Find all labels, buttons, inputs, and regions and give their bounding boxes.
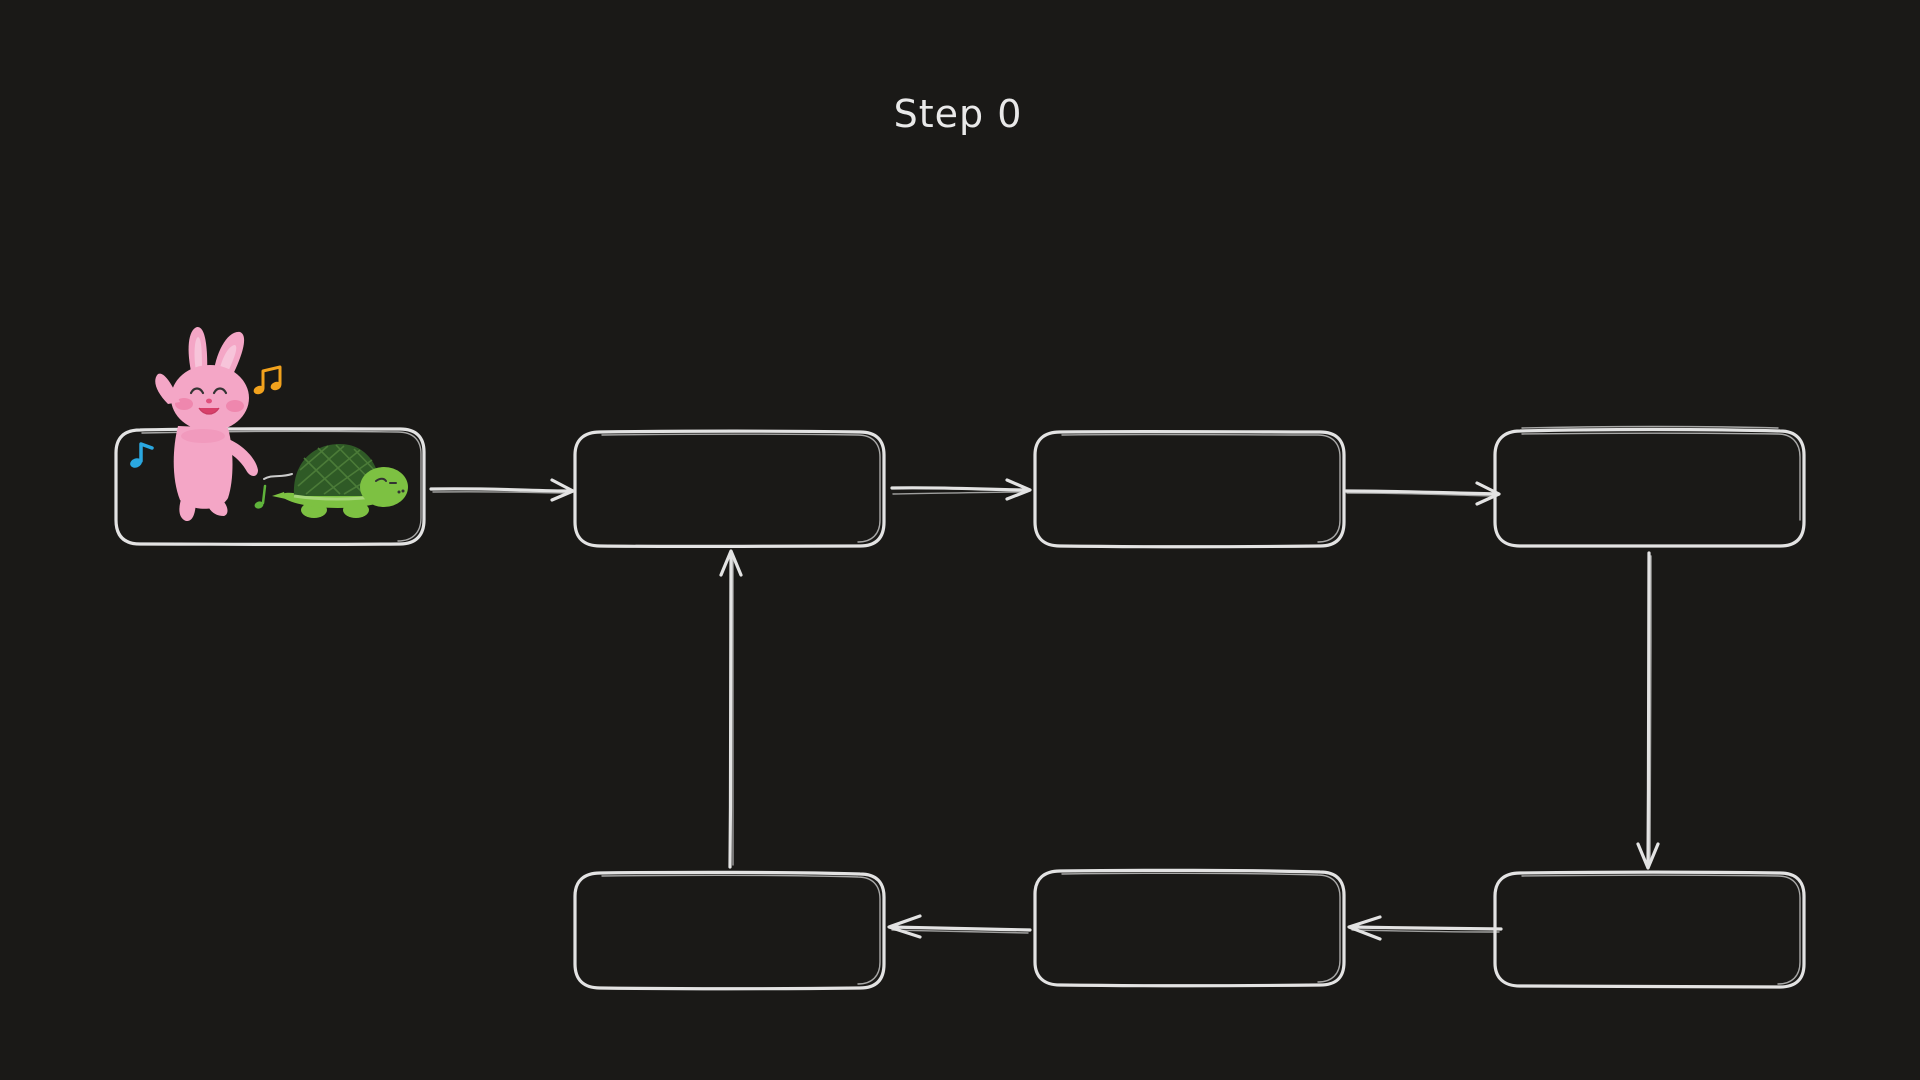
edge-node-5-to-node-6 bbox=[1347, 915, 1503, 941]
orange-note-icon bbox=[253, 365, 282, 395]
dancing-rabbit-icon bbox=[155, 326, 258, 522]
turtle-icon bbox=[272, 444, 408, 518]
green-note-icon bbox=[254, 484, 267, 509]
diagram-title: Step 0 bbox=[894, 92, 1023, 136]
edge-node-6-to-node-7 bbox=[887, 914, 1032, 939]
node-5[interactable] bbox=[1493, 870, 1806, 989]
node-4[interactable] bbox=[1493, 425, 1806, 548]
blue-note-icon bbox=[130, 442, 154, 468]
edges bbox=[429, 478, 1660, 941]
edge-node-7-to-node-2 bbox=[719, 549, 743, 869]
node-3[interactable] bbox=[1033, 429, 1346, 549]
node-7[interactable] bbox=[573, 870, 886, 991]
node-6[interactable] bbox=[1033, 868, 1346, 988]
edge-node-3-to-node-4 bbox=[1344, 481, 1501, 506]
music-notes-icon bbox=[130, 365, 282, 509]
edge-node-1-to-node-2 bbox=[429, 478, 575, 502]
node-2[interactable] bbox=[573, 429, 886, 549]
node-1[interactable] bbox=[114, 427, 426, 547]
edge-node-2-to-node-3 bbox=[890, 478, 1032, 501]
motion-line-icon bbox=[263, 473, 293, 480]
illustration bbox=[130, 326, 408, 522]
edge-node-4-to-node-5 bbox=[1636, 551, 1660, 870]
nodes bbox=[114, 425, 1806, 991]
